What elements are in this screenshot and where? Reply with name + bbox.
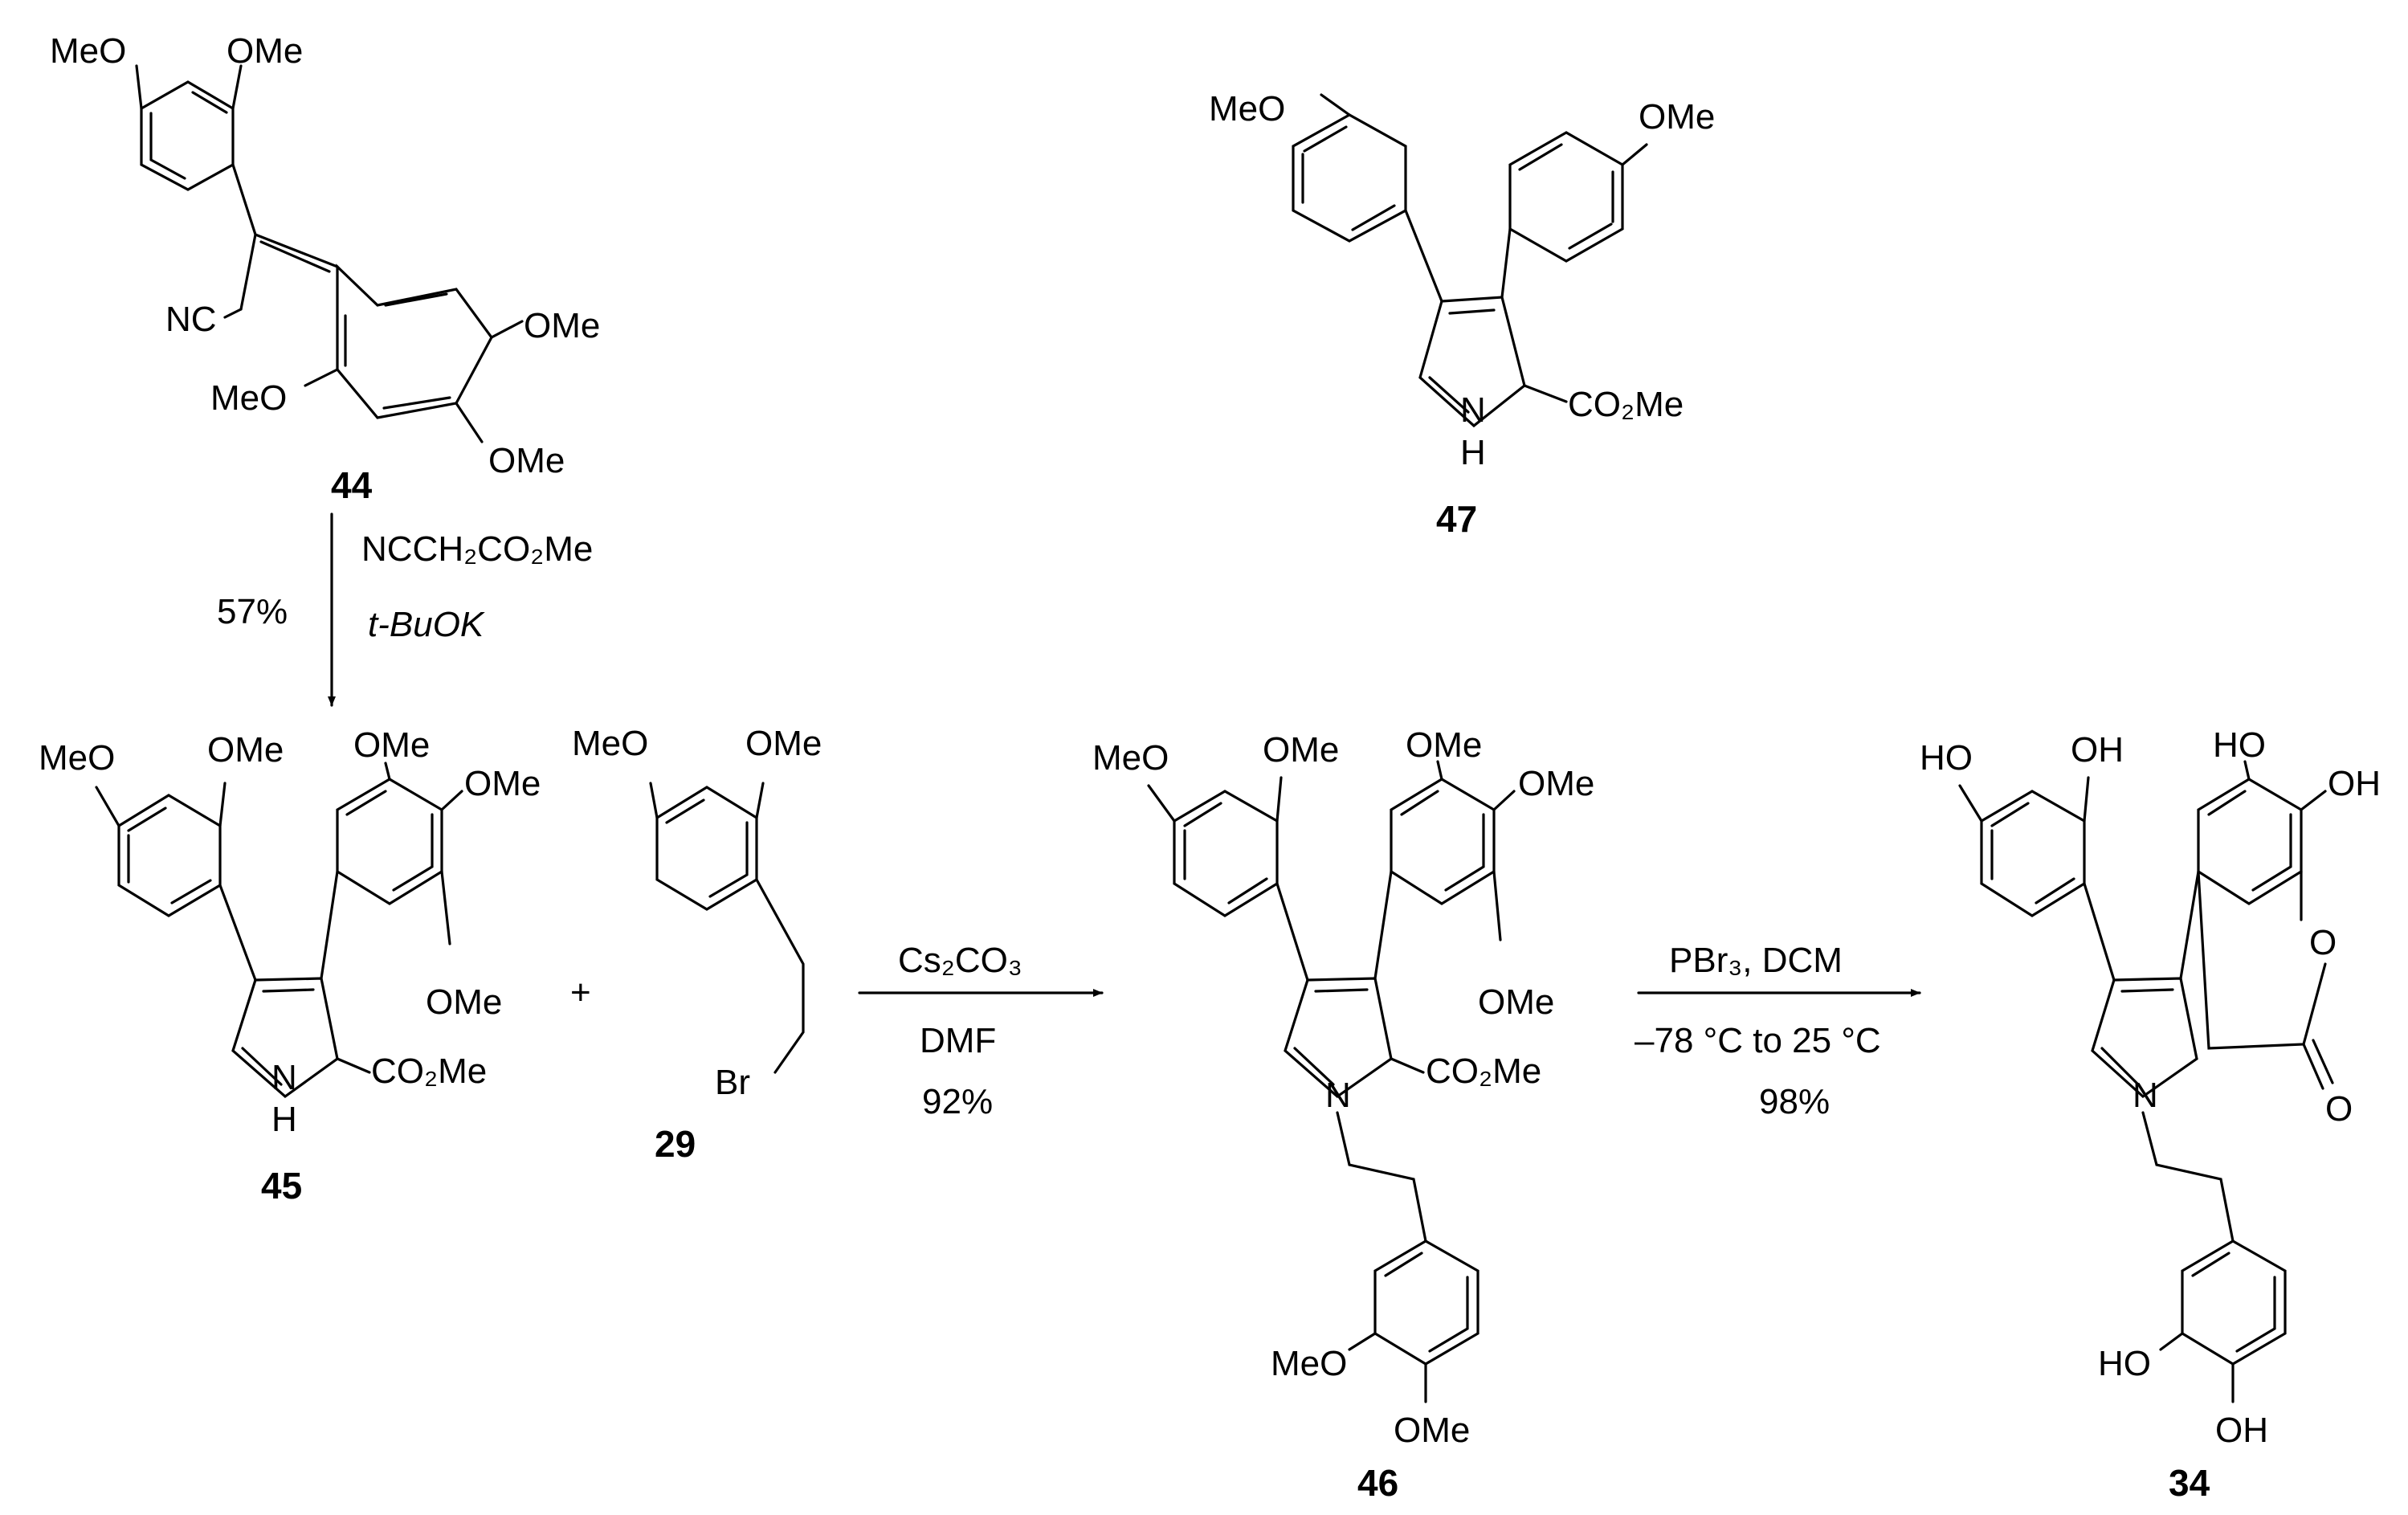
compound-47-number: 47 <box>1436 498 1477 540</box>
compound-47-bonds <box>1292 93 1648 428</box>
compound-34-atom-8: OH <box>2215 1411 2268 1450</box>
compound-29-atom-0: MeO <box>572 724 648 763</box>
reaction-step-2: Cs₂CO₃ DMF 92% <box>858 941 1104 1121</box>
compound-46-bonds <box>1147 760 1516 1403</box>
compound-45-atom-1: OMe <box>207 730 284 770</box>
compound-34-atom-2: HO <box>2213 725 2266 765</box>
compound-46-atom-2: OMe <box>1406 725 1482 765</box>
compound-45-number: 45 <box>261 1165 302 1207</box>
compound-45-atom-4: OMe <box>426 982 502 1022</box>
compound-29-atom-2: Br <box>715 1063 750 1102</box>
reaction-step-3: PBr₃, DCM –78 °C to 25 °C 98% <box>1635 941 1921 1121</box>
compound-47: MeO OMe CO₂Me N H 47 <box>1209 89 1715 540</box>
compound-45: MeO OMe OMe OMe OMe CO₂Me N H 45 <box>39 725 541 1207</box>
compound-45-atom-0: MeO <box>39 738 115 778</box>
compound-29-bonds <box>649 782 805 1074</box>
compound-46: MeO OMe OMe OMe OMe CO₂Me N MeO OMe 46 <box>1092 725 1594 1504</box>
compound-45-bonds <box>95 762 463 1099</box>
compound-46-atom-7: MeO <box>1271 1344 1347 1383</box>
compound-29-atom-1: OMe <box>745 724 822 763</box>
compound-44-number: 44 <box>331 464 373 506</box>
compound-46-atom-8: OMe <box>1394 1411 1470 1450</box>
compound-44-atom-2: NC <box>165 300 217 339</box>
compound-34-atom-1: OH <box>2071 730 2124 770</box>
compound-34-atom-5: O <box>2325 1089 2353 1129</box>
compound-46-number: 46 <box>1357 1462 1398 1504</box>
compound-45-atom-7: H <box>271 1100 297 1139</box>
step-1-reagent-2: t-BuOK <box>368 605 485 644</box>
compound-45-atom-2: OMe <box>353 725 430 765</box>
compound-47-atom-4: H <box>1460 433 1486 472</box>
step-3-reagent-1: PBr₃, DCM <box>1669 941 1843 980</box>
compound-47-atom-0: MeO <box>1209 89 1285 129</box>
step-2-yield: 92% <box>922 1082 993 1121</box>
compound-34-atom-4: O <box>2309 923 2337 962</box>
compound-44-atom-4: MeO <box>210 378 287 418</box>
compound-46-atom-1: OMe <box>1263 730 1339 770</box>
compound-45-atom-5: CO₂Me <box>371 1052 487 1091</box>
compound-34-atom-3: OH <box>2328 764 2381 803</box>
compound-44-bonds <box>135 64 524 443</box>
compound-34-atom-7: HO <box>2098 1344 2151 1383</box>
compound-29: MeO OMe Br 29 <box>572 724 822 1165</box>
compound-34-number: 34 <box>2169 1462 2210 1504</box>
step-1-reagent-1: NCCH₂CO₂Me <box>361 529 593 569</box>
compound-47-atom-1: OMe <box>1639 97 1715 137</box>
compound-29-number: 29 <box>655 1123 696 1165</box>
compound-44-atom-1: OMe <box>227 31 303 71</box>
compound-44-atom-0: MeO <box>50 31 126 71</box>
compound-34-bonds <box>1958 760 2334 1403</box>
compound-45-atom-6: N <box>271 1058 297 1097</box>
compound-46-atom-5: CO₂Me <box>1426 1052 1541 1091</box>
compound-34-atom-6: N <box>2133 1076 2158 1115</box>
compound-46-atom-6: N <box>1325 1076 1351 1115</box>
step-3-yield: 98% <box>1759 1082 1830 1121</box>
compound-44-atom-5: OMe <box>488 441 565 480</box>
compound-34-atom-0: HO <box>1920 738 1973 778</box>
reaction-step-1: NCCH₂CO₂Me t-BuOK 57% <box>217 512 593 707</box>
compound-46-atom-3: OMe <box>1518 764 1594 803</box>
step-2-reagent-2: DMF <box>920 1021 996 1060</box>
compound-46-atom-0: MeO <box>1092 738 1169 778</box>
compound-47-atom-3: N <box>1460 390 1486 430</box>
compound-47-atom-2: CO₂Me <box>1568 385 1684 424</box>
compound-44-atom-3: OMe <box>524 306 600 345</box>
step-3-reagent-2: –78 °C to 25 °C <box>1635 1021 1881 1060</box>
plus-sign: + <box>570 973 591 1012</box>
compound-45-atom-3: OMe <box>464 764 541 803</box>
compound-46-atom-4: OMe <box>1478 982 1554 1022</box>
compound-34: HO OH HO OH O O N HO OH 34 <box>1920 725 2381 1504</box>
step-2-reagent-1: Cs₂CO₃ <box>898 941 1022 980</box>
compound-44: MeO OMe NC OMe MeO OMe 44 <box>50 31 600 506</box>
step-1-yield: 57% <box>217 592 288 631</box>
